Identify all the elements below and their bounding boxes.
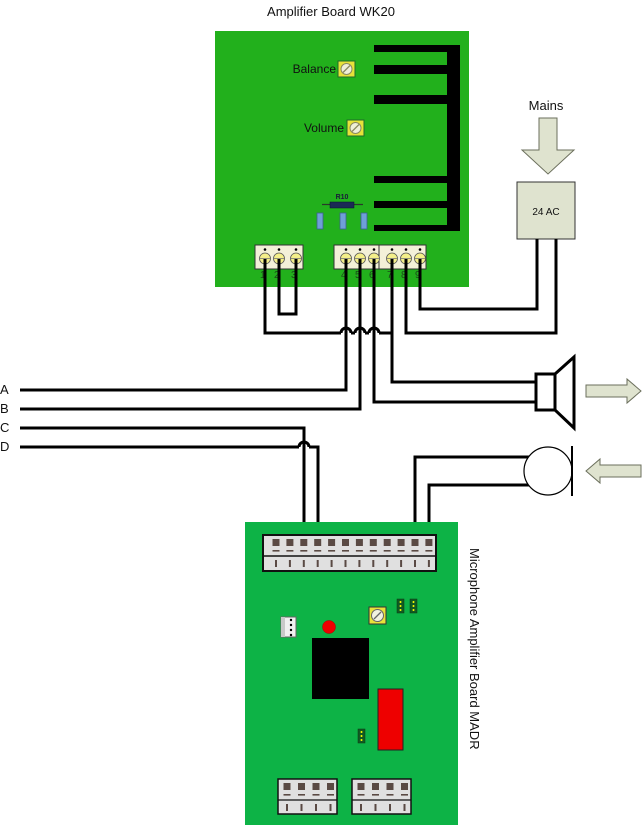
volume-potentiometer[interactable] <box>346 119 365 137</box>
input-label-b: B <box>0 401 9 416</box>
connector-pin <box>314 539 322 567</box>
jumper-1 <box>396 598 405 614</box>
output-arrow-icon <box>585 377 642 405</box>
balance-label: Balance <box>293 62 337 76</box>
input-label-a: A <box>0 382 9 397</box>
connector-pin <box>272 539 280 567</box>
wires <box>20 239 558 545</box>
jumper-3 <box>357 728 366 744</box>
transformer <box>516 181 576 240</box>
connector-pin <box>298 783 305 811</box>
input-label-c: C <box>0 420 9 435</box>
microphone-icon <box>523 446 573 496</box>
connector-pin <box>425 539 433 567</box>
connector-pin <box>355 539 363 567</box>
connector-pin <box>372 783 379 811</box>
terminal-number: 6 <box>369 270 375 281</box>
led-red <box>322 620 336 634</box>
ic-chip <box>312 638 369 699</box>
connector-pin <box>411 539 419 567</box>
terminal-number: 3 <box>291 270 297 281</box>
capacitors <box>316 212 368 230</box>
connector-pin <box>342 539 349 567</box>
terminal-6: 6 <box>368 248 380 281</box>
wire-terminal-8-transformer <box>404 239 558 335</box>
transformer-label: 24 AC <box>532 207 559 218</box>
connector-pin <box>300 539 308 567</box>
amp-board-title: Amplifier Board WK20 <box>267 4 395 19</box>
balance-potentiometer[interactable] <box>337 60 356 78</box>
terminal-number: 7 <box>387 270 393 281</box>
resistor-r10 <box>322 201 363 209</box>
mains-label: Mains <box>529 98 564 113</box>
wire-hop <box>297 440 311 448</box>
mains-arrow-icon <box>520 117 576 175</box>
connector-pin <box>401 783 408 811</box>
resistor-label: R10 <box>336 194 349 201</box>
connector-pin <box>386 783 394 811</box>
jumper-2 <box>409 598 418 614</box>
volume-label: Volume <box>304 121 344 135</box>
wire-line-c <box>20 426 306 545</box>
mic-gain-potentiometer[interactable] <box>368 606 387 625</box>
input-arrow-icon <box>585 457 642 485</box>
connector-pin <box>357 783 365 811</box>
wire-speaker-upper <box>390 259 538 384</box>
mic-board-header-4pin <box>280 616 297 638</box>
terminal-3: 3 <box>290 248 302 281</box>
connector-pin <box>286 539 294 567</box>
terminal-number: 4 <box>341 270 347 281</box>
mic-board-title: Microphone Amplifier Board MADR <box>467 548 482 750</box>
terminal-number: 9 <box>415 270 421 281</box>
mic-amplifier-board <box>245 522 458 825</box>
relay-red <box>377 688 404 751</box>
connector-pin <box>369 539 377 567</box>
wire-line-d <box>20 445 320 545</box>
terminal-number: 1 <box>260 270 266 281</box>
terminal-number: 5 <box>355 270 361 281</box>
wire-terminal-1-bus <box>263 259 392 335</box>
amplifier-board: Balance Volume R10 <box>215 31 469 287</box>
wire-jumper-2-3 <box>277 259 298 316</box>
speaker-icon <box>534 353 576 432</box>
input-label-d: D <box>0 439 9 454</box>
connector-pin <box>283 783 291 811</box>
connector-pin <box>327 783 334 811</box>
input-labels: A B C D <box>0 382 9 454</box>
heatsink <box>374 45 460 231</box>
connector-pin <box>328 539 336 567</box>
wire-line-b <box>20 259 362 411</box>
wire-line-a <box>20 259 348 392</box>
terminal-number: 2 <box>274 270 280 281</box>
wire-terminal-9-transformer <box>418 239 539 311</box>
terminal-9: 9 <box>414 248 426 281</box>
terminal-8: 8 <box>400 248 412 281</box>
connector-pin <box>397 539 405 567</box>
connector-pin <box>383 539 391 567</box>
wire-speaker-lower <box>372 259 538 404</box>
wire-mic-upper <box>413 455 529 545</box>
connector-pin <box>312 783 320 811</box>
terminal-number: 8 <box>401 270 407 281</box>
